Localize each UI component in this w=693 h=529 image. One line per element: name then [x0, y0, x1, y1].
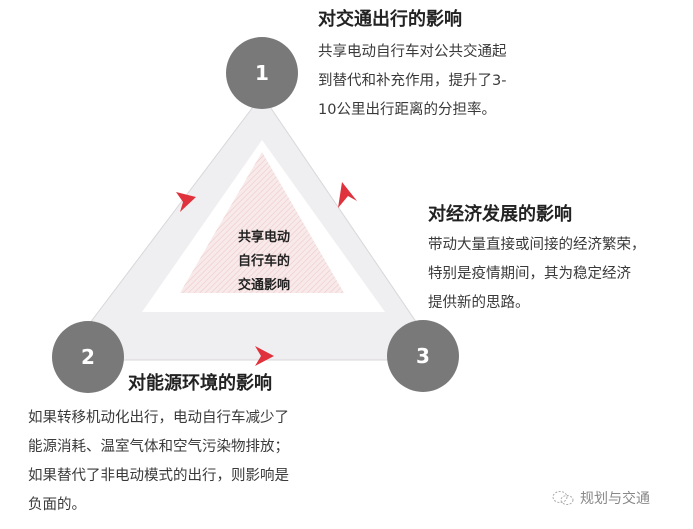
center-label-line: 共享电动 [237, 230, 290, 245]
center-label-line: 自行车的 [237, 254, 290, 269]
watermark: 规划与交通 [552, 488, 650, 508]
node-number-2: 2 [81, 345, 95, 369]
node-1-body-line: 10公里出行距离的分担率。 [318, 102, 496, 118]
node-2-title-wrap: 对能源环境的影响 [128, 372, 272, 396]
wechat-icon [552, 491, 574, 505]
node-3-body-line: 特别是疫情期间，其为稳定经济 [428, 266, 631, 282]
node-1-title: 对交通出行的影响 [318, 9, 462, 30]
node-3-body-line: 带动大量直接或间接的经济繁荣， [428, 237, 646, 253]
node-circle-3 [387, 320, 459, 392]
watermark-text: 规划与交通 [580, 491, 650, 507]
center-label: 共享电动 自行车的 交通影响 [222, 226, 306, 298]
center-hatched-triangle [180, 152, 344, 293]
node-2-body-line: 如果替代了非电动模式的出行，则影响是 [28, 468, 289, 484]
center-label-line: 交通影响 [237, 278, 290, 293]
arrow-right-edge [338, 182, 357, 208]
node-3-body-line: 提供新的思路。 [428, 295, 530, 311]
node-3-title: 对经济发展的影响 [428, 204, 572, 225]
node-2-title: 对能源环境的影响 [128, 373, 272, 394]
node-1-body-line: 共享电动自行车对公共交通起 [318, 44, 507, 60]
arrow-left-edge [176, 192, 196, 212]
node-2-body-line: 能源消耗、温室气体和空气污染物排放； [28, 439, 289, 455]
node-number-1: 1 [255, 61, 269, 85]
node-3-text: 对经济发展的影响 带动大量直接或间接的经济繁荣， 特别是疫情期间，其为稳定经济 … [428, 203, 646, 318]
node-1-body-line: 到替代和补充作用，提升了3- [318, 73, 507, 89]
node-circle-2 [52, 321, 124, 393]
node-2-text: 如果转移机动化出行，电动自行车减少了 能源消耗、温室气体和空气污染物排放； 如果… [28, 404, 289, 520]
node-circle-1 [226, 37, 298, 109]
node-2-body-line: 如果转移机动化出行，电动自行车减少了 [28, 410, 289, 426]
node-number-3: 3 [416, 344, 430, 368]
arrow-bottom-edge [255, 346, 274, 366]
node-2-body-line: 负面的。 [28, 497, 86, 513]
node-1-text: 对交通出行的影响 共享电动自行车对公共交通起 到替代和补充作用，提升了3- 10… [318, 8, 507, 125]
